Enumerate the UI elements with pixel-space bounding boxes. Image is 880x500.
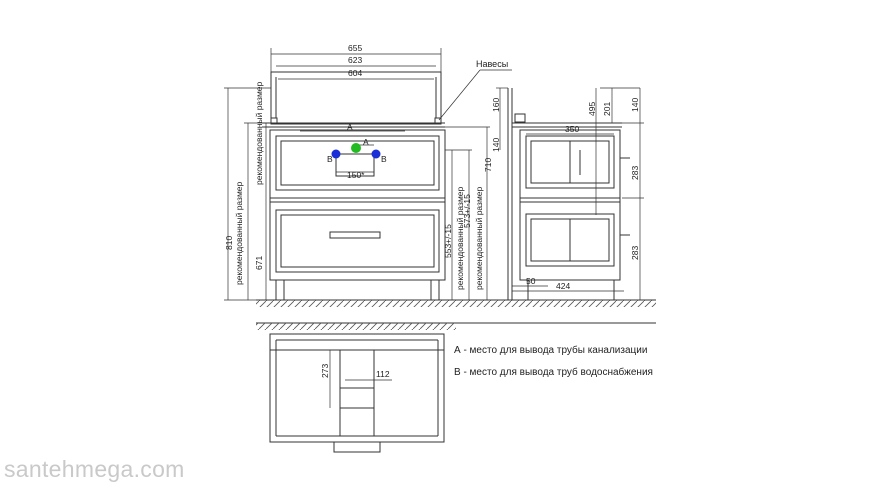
recommended-label-4: рекомендованный размер: [474, 186, 484, 290]
dim-140-left: 140: [491, 138, 501, 152]
dim-495: 495: [587, 102, 597, 116]
dim-50: 50: [526, 276, 536, 286]
dim-201: 201: [602, 102, 612, 116]
legend-b: В - место для вывода труб водоснабжения: [454, 367, 653, 378]
dim-573: 573+/-15: [462, 194, 472, 228]
plan-dimensions: [329, 350, 392, 408]
dim-710: 710: [483, 158, 493, 172]
sewage-outlet-point-a: [351, 143, 361, 153]
plan-view: [256, 322, 656, 453]
side-view: [507, 88, 630, 300]
dim-604: 604: [348, 68, 362, 78]
dim-273: 273: [320, 364, 330, 378]
floor: [256, 299, 656, 307]
dim-671: 671: [254, 256, 264, 270]
water-outlet-point-b-right: [371, 149, 381, 159]
side-dimensions: [496, 87, 644, 300]
water-outlet-point-b-left: [331, 149, 341, 159]
dim-112: 112: [376, 369, 390, 379]
dim-160: 160: [491, 98, 501, 112]
dim-655: 655: [348, 43, 362, 53]
drawer-handle: [329, 231, 381, 239]
front-dimensions: [224, 48, 512, 301]
dim-150: 150*: [347, 170, 365, 180]
cabinet-body: [269, 129, 446, 281]
dim-623: 623: [348, 55, 362, 65]
label-a: A: [363, 137, 369, 147]
recommended-label-3: рекомендованный размер: [455, 186, 465, 290]
basin-outline: [270, 71, 442, 125]
dim-140-right: 140: [630, 98, 640, 112]
watermark: santehmega.com: [4, 456, 185, 482]
cabinet-side: [519, 129, 621, 281]
upper-drawer: [275, 135, 440, 191]
dim-424: 424: [556, 281, 570, 291]
plan-handle: [333, 441, 381, 453]
label-b-left: B: [327, 154, 333, 164]
recommended-label-1: рекомендованный размер: [234, 181, 244, 285]
legend-a: А - место для вывода трубы канализации: [454, 345, 648, 356]
dim-283-top: 283: [630, 166, 640, 180]
outlet-box: [335, 153, 375, 177]
lower-drawer: [275, 209, 440, 273]
dim-553: 553+/-15: [443, 224, 453, 258]
dim-350: 350: [565, 124, 579, 134]
recommended-label-2: рекомендованный размер: [254, 81, 264, 185]
label-b-right: B: [381, 154, 387, 164]
front-view: [262, 71, 446, 300]
label-a-top: A: [347, 122, 353, 132]
dim-283-bottom: 283: [630, 246, 640, 260]
canopies-label: Навесы: [476, 59, 508, 69]
dim-810: 810: [224, 236, 234, 250]
